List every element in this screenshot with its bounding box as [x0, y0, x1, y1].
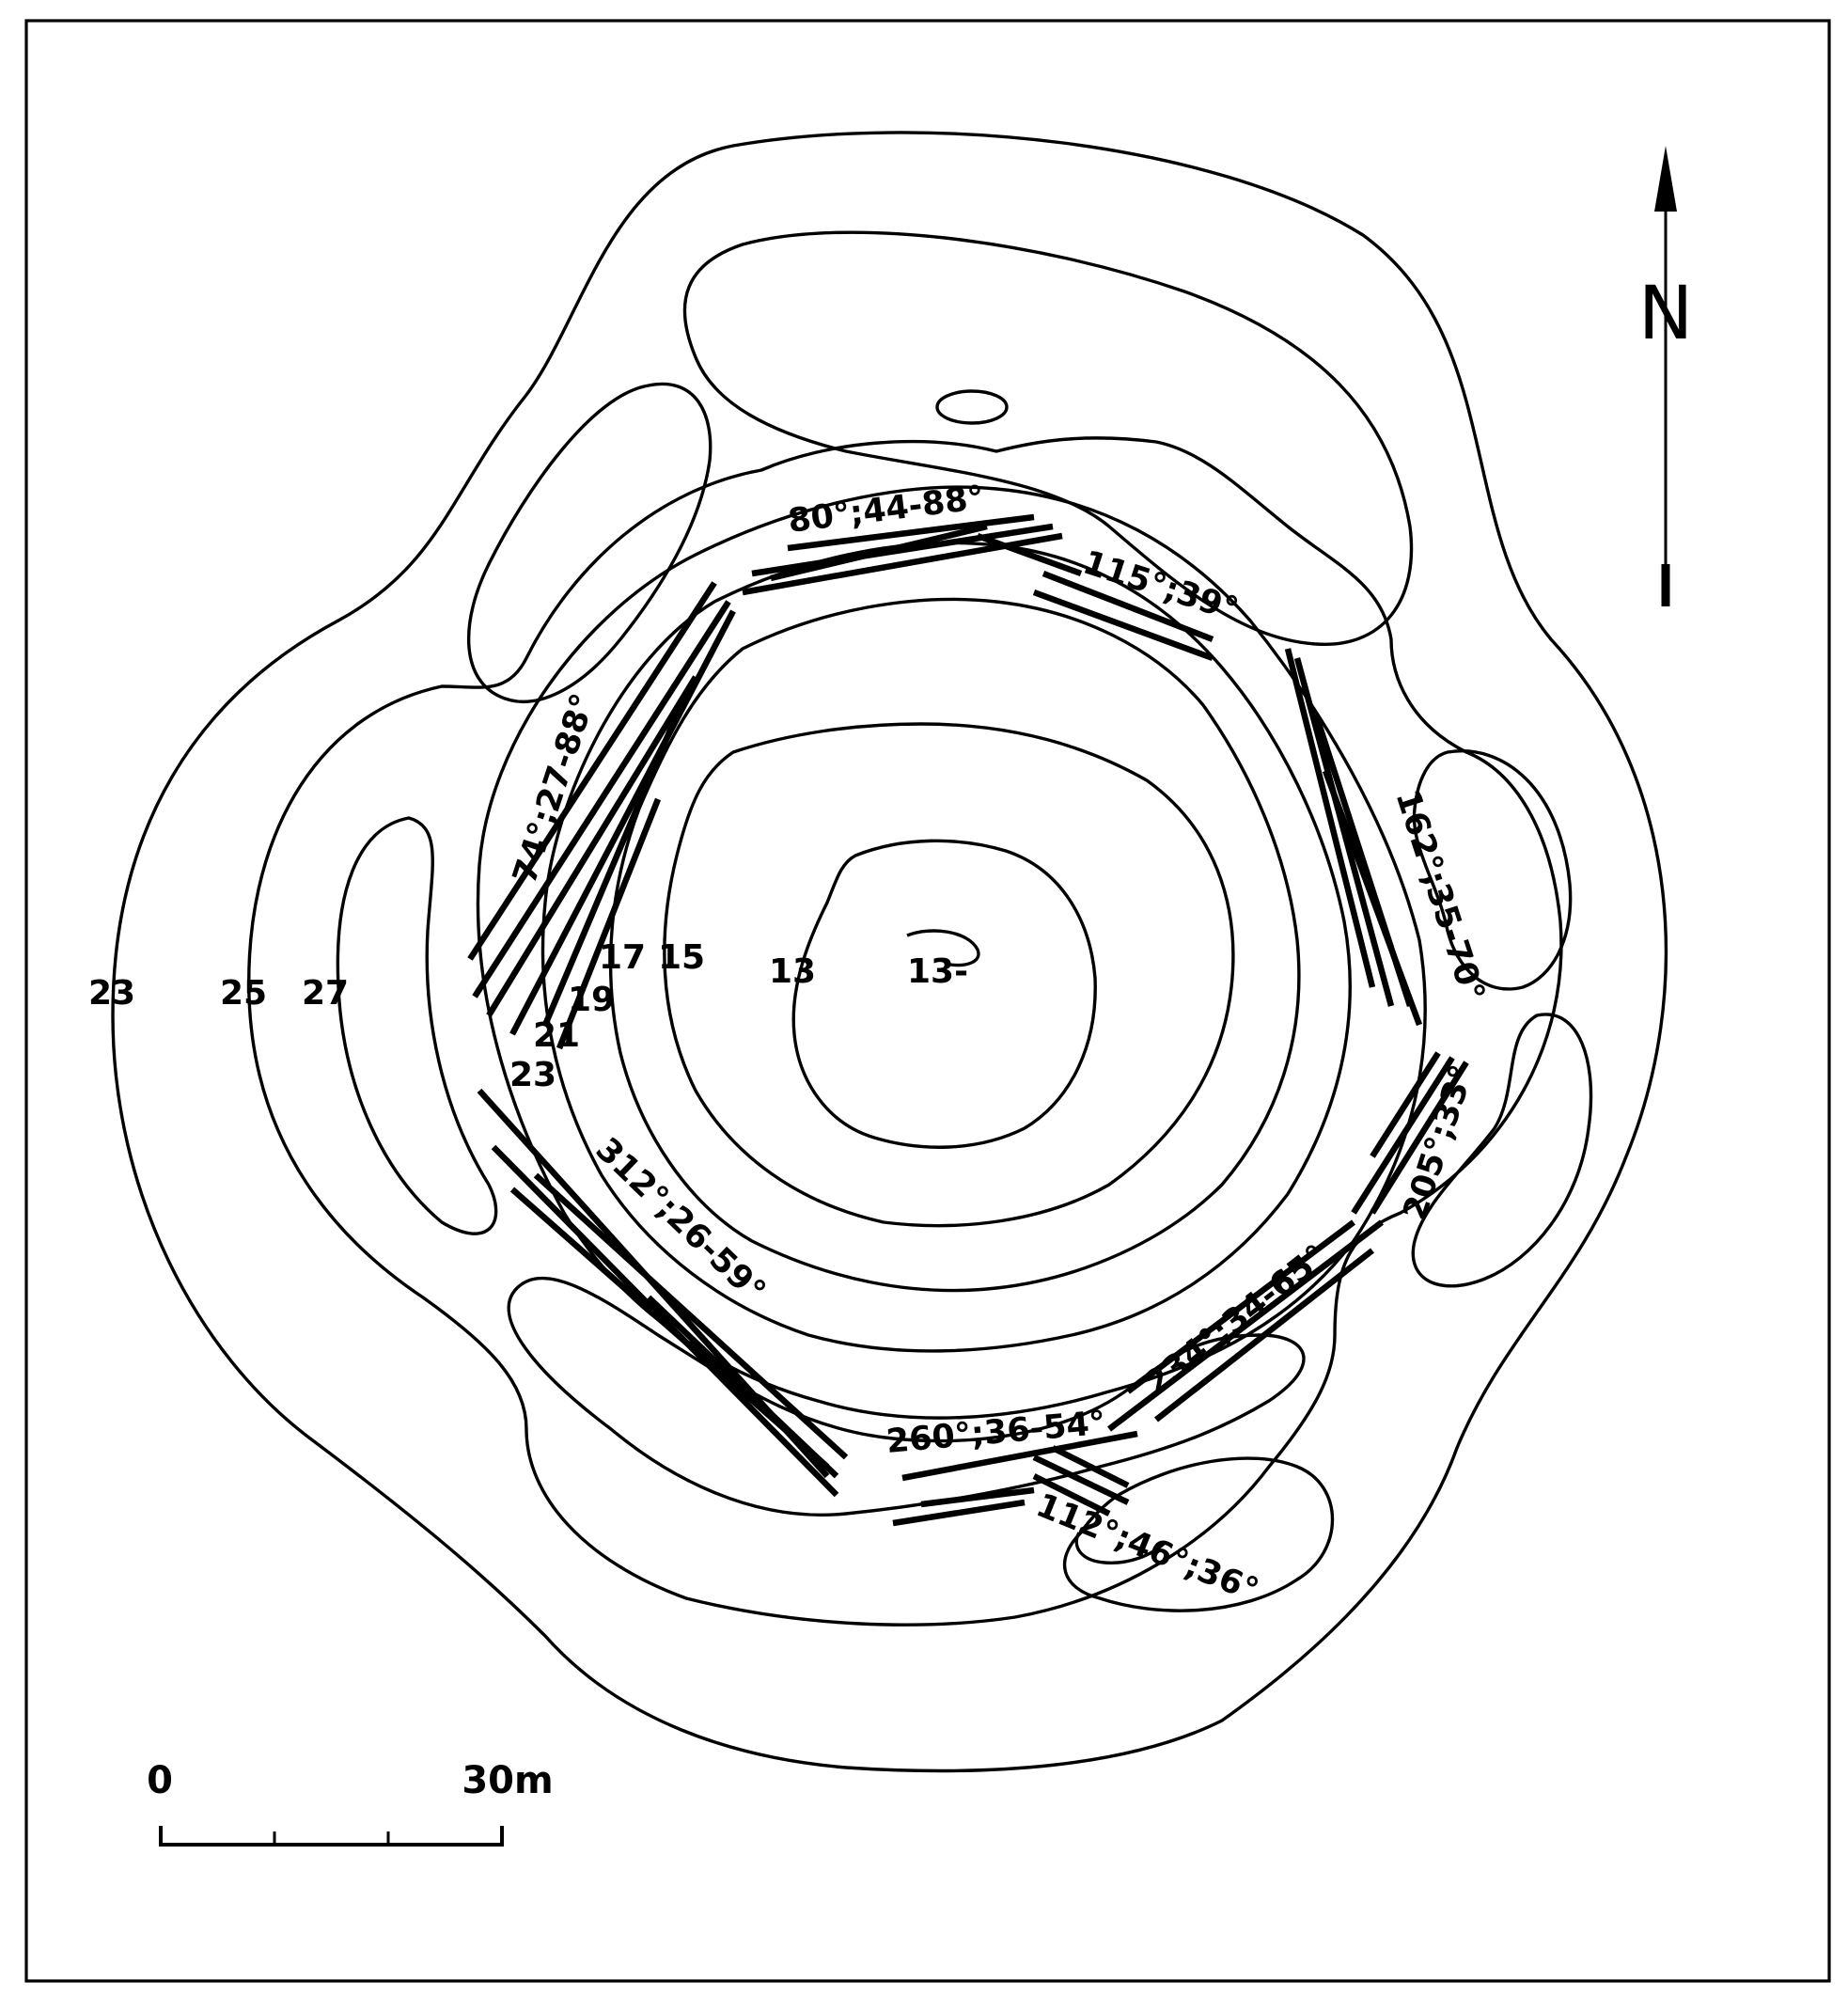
contour-southeast-lobe — [1411, 1013, 1593, 1288]
contour-east-lobe — [1412, 749, 1573, 991]
contour-27 — [336, 816, 498, 1235]
orientation-label: 205°;33° — [1397, 1061, 1482, 1225]
contour-label: 13- — [907, 952, 968, 991]
fracture-strikes — [467, 513, 1469, 1527]
orientation-label: 260°;36-54° — [885, 1405, 1107, 1461]
contour-south-small — [1074, 1532, 1167, 1564]
scale-start-label: 0 — [147, 1759, 173, 1802]
north-arrowhead-icon — [1654, 146, 1677, 212]
contour-label: 17 — [599, 938, 646, 977]
contour-south-lobe — [1062, 1456, 1335, 1612]
orientation-label: 74°;27-88° — [507, 689, 603, 888]
contour-north-lobe — [682, 230, 1414, 646]
contour-17 — [608, 597, 1301, 1293]
map-frame — [24, 19, 1831, 1983]
contour-small-closed — [935, 389, 1009, 425]
contour-label: 25 — [220, 974, 267, 1013]
contour-label: 27 — [302, 974, 349, 1013]
orientation-label: 112°;46°;36° — [1031, 1486, 1264, 1610]
scale-end-label: 30m — [462, 1759, 553, 1802]
contour-23-inner — [507, 1276, 1306, 1517]
contour-label: 23 — [88, 974, 135, 1013]
contour-northwest-lobe — [467, 382, 713, 703]
contour-25 — [247, 436, 1563, 1627]
orientation-label: 234°;34-65° — [1138, 1238, 1335, 1404]
contour-inner-ring-21 — [476, 485, 1427, 1420]
contour-23-outer — [111, 131, 1668, 1773]
contour-13-center — [906, 929, 980, 967]
scale-bar: 0 30m — [147, 1759, 554, 1847]
contour-label: 23 — [509, 1056, 556, 1094]
contour-label: 15 — [658, 938, 705, 977]
contour-label: 13 — [769, 952, 816, 991]
contour-13 — [791, 839, 1097, 1149]
contour-label: 19 — [568, 981, 615, 1019]
contour-15 — [663, 722, 1235, 1228]
contour-label: 21 — [533, 1016, 580, 1055]
north-label: N — [1638, 272, 1693, 356]
north-arrow: N — [1638, 146, 1693, 606]
contour-19 — [540, 541, 1352, 1353]
